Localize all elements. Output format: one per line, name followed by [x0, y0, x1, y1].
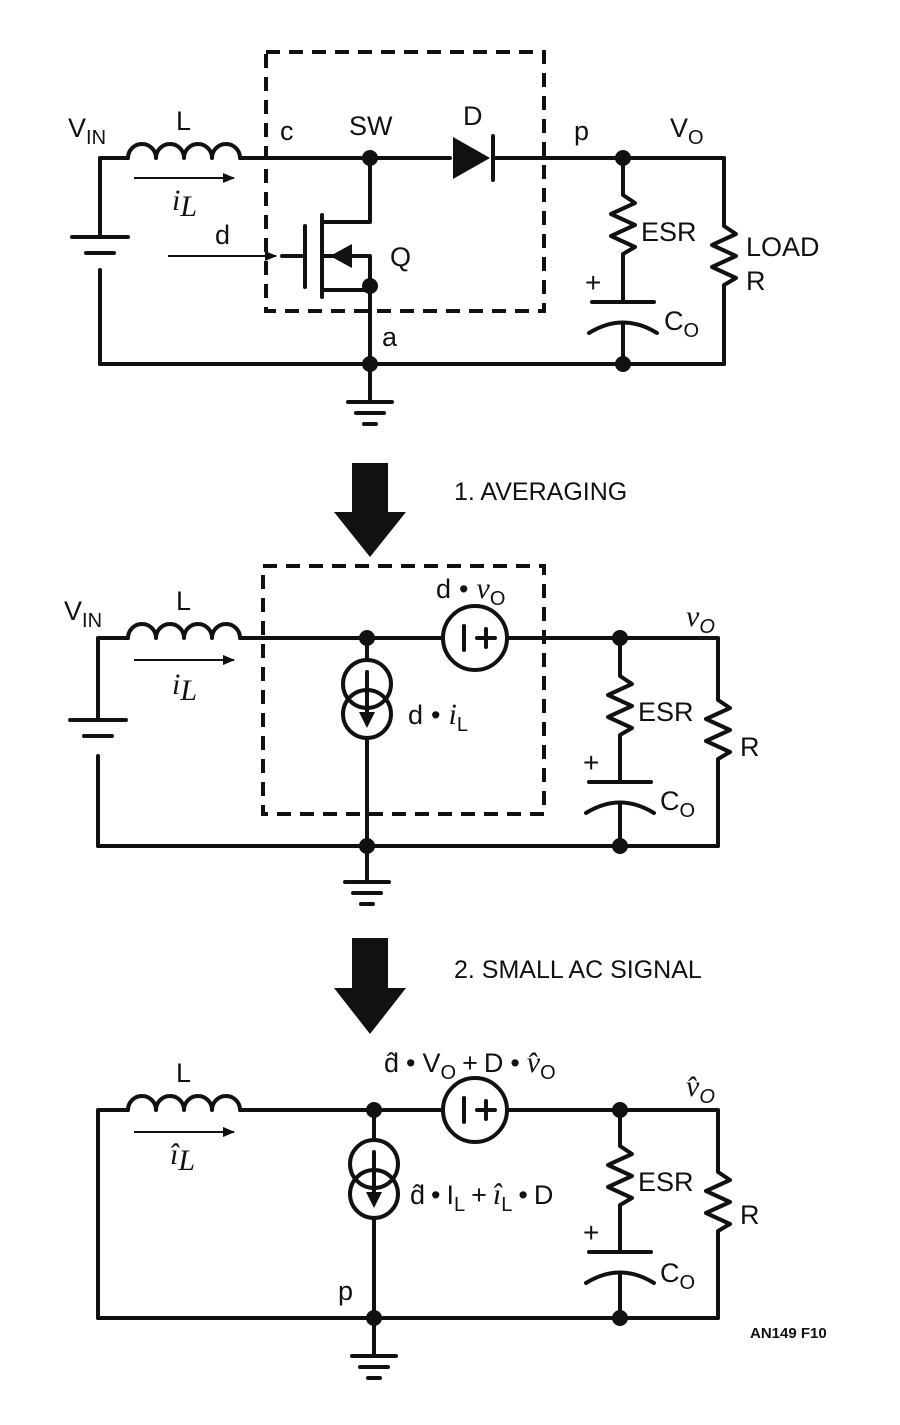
diode-d	[453, 134, 495, 182]
label-cap-plus: +	[583, 1217, 599, 1248]
current-source	[348, 1108, 400, 1320]
label-vo-hat: v̂O	[686, 1070, 715, 1108]
esr-resistor	[609, 156, 637, 304]
label-vin: VIN	[68, 113, 106, 149]
node-ground-out	[612, 838, 628, 854]
label-inductor: L	[176, 1058, 191, 1088]
inductor-l	[126, 622, 242, 640]
label-sw: SW	[349, 111, 393, 141]
label-voltage-source: d̂•VO+D•v̂O	[384, 1046, 556, 1084]
node-ground-out	[612, 1310, 628, 1326]
label-voltage-source: d•vO	[436, 572, 505, 610]
current-source	[341, 636, 393, 848]
ground-symbol	[343, 844, 391, 906]
label-current-source: d̂•IL+îL•D	[410, 1178, 553, 1216]
voltage-source	[441, 1076, 509, 1144]
label-load: LOAD	[746, 232, 820, 262]
label-esr: ESR	[641, 217, 697, 247]
ground-symbol	[346, 362, 394, 426]
label-co: CO	[664, 306, 699, 342]
figure-tag: AN149 F10	[750, 1325, 827, 1342]
small-signal-circuit: L îL d̂•VO+D•v̂O v̂O d̂•IL+îL•D p ESR R …	[96, 1046, 760, 1380]
esr-resistor	[606, 636, 634, 784]
output-capacitor-co	[584, 1250, 656, 1320]
step-label-averaging: 1. AVERAGING	[454, 478, 627, 506]
switch-dashed-box	[264, 50, 546, 313]
label-vo: vO	[686, 600, 715, 638]
label-co: CO	[660, 1258, 695, 1294]
label-q: Q	[390, 242, 411, 272]
label-gate-d: d	[215, 220, 230, 250]
load-resistor	[704, 636, 732, 848]
step-arrow-averaging	[334, 463, 406, 557]
mosfet-q	[280, 156, 372, 299]
boost-converter-circuit: VIN L iL c SW D p VO d Q a ESR LOAD R + …	[68, 50, 820, 426]
label-esr: ESR	[638, 697, 694, 727]
load-resistor	[704, 1108, 732, 1320]
label-cap-plus: +	[583, 747, 599, 778]
switch-dashed-box	[261, 564, 546, 816]
inductor-l	[126, 142, 242, 160]
label-r: R	[740, 1200, 760, 1230]
wire-left	[96, 1108, 130, 1320]
label-il: iL	[172, 184, 197, 223]
label-inductor: L	[176, 586, 191, 616]
step-arrow-small-ac	[334, 938, 406, 1034]
label-node-c: c	[280, 116, 294, 146]
label-vin: VIN	[64, 596, 102, 632]
label-node-p: p	[338, 1276, 353, 1306]
label-esr: ESR	[638, 1167, 694, 1197]
voltage-source	[441, 604, 509, 672]
load-resistor	[710, 156, 738, 366]
inductor-l	[126, 1094, 242, 1112]
step-label-small-ac: 2. SMALL AC SIGNAL	[454, 956, 702, 984]
averaged-model-circuit: VIN L iL d•vO vO d•iL ESR R + CO	[64, 564, 760, 906]
ground-symbol	[350, 1316, 398, 1380]
label-r: R	[740, 732, 760, 762]
esr-resistor	[606, 1108, 634, 1254]
label-inductor: L	[176, 106, 191, 136]
label-co: CO	[660, 786, 695, 822]
output-capacitor-co	[584, 780, 656, 848]
label-il-hat: îL	[170, 1138, 195, 1177]
label-r: R	[746, 266, 766, 296]
node-ground-out	[615, 356, 631, 372]
label-node-a: a	[382, 322, 398, 352]
battery-vin	[70, 235, 130, 255]
battery-vin	[68, 718, 128, 738]
label-il: iL	[172, 668, 197, 707]
label-cap-plus: +	[585, 267, 601, 298]
output-capacitor-co	[587, 300, 659, 366]
label-current-source: d•iL	[408, 698, 468, 736]
label-diode: D	[463, 101, 483, 131]
label-vo: VO	[670, 113, 704, 149]
label-node-p: p	[574, 116, 589, 146]
